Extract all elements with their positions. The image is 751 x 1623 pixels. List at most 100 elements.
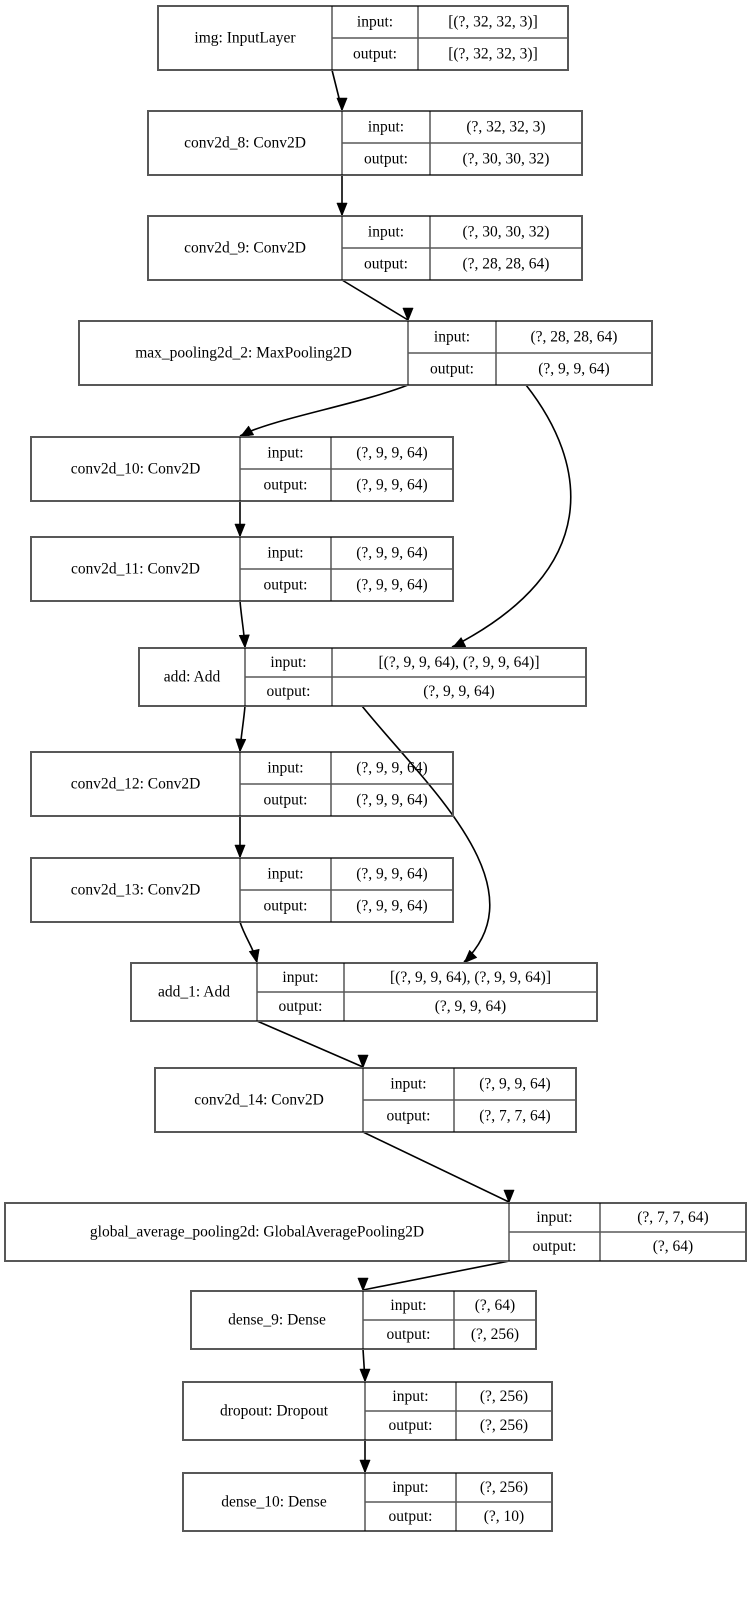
output-shape-value: (?, 9, 9, 64) xyxy=(538,361,609,378)
output-row-header: output: xyxy=(264,792,308,809)
input-shape-value: (?, 9, 9, 64) xyxy=(356,866,427,883)
edge-conv2d_8-conv2d_9 xyxy=(336,175,348,217)
layer-node-img[interactable]: img: InputLayer input: output: [(?, 32, 32,… xyxy=(157,5,569,71)
output-row-header: output: xyxy=(430,361,474,378)
layer-name-label: conv2d_10: Conv2D xyxy=(71,461,201,478)
output-row-header: output: xyxy=(364,256,408,273)
arrow-head xyxy=(359,1459,371,1474)
layer-node-conv2d_13[interactable]: conv2d_13: Conv2D input: output: (?, 9, 9, … xyxy=(30,857,454,923)
output-shape-value: [(?, 32, 32, 3)] xyxy=(448,46,538,63)
arrow-head xyxy=(235,738,247,753)
layer-name-label: conv2d_14: Conv2D xyxy=(194,1092,324,1109)
edge-max_pooling2d_2-conv2d_10 xyxy=(239,384,409,438)
layer-node-conv2d_10[interactable]: conv2d_10: Conv2D input: output: (?, 9, 9, … xyxy=(30,436,454,502)
input-shape-value: [(?, 9, 9, 64), (?, 9, 9, 64)] xyxy=(379,654,540,671)
input-shape-value: (?, 64) xyxy=(475,1297,515,1314)
input-row-header: input: xyxy=(267,445,303,462)
input-row-header: input: xyxy=(357,14,393,31)
input-row-header: input: xyxy=(434,329,470,346)
input-row-header: input: xyxy=(390,1076,426,1093)
output-row-header: output: xyxy=(264,477,308,494)
input-row-header: input: xyxy=(368,119,404,136)
output-shape-value: (?, 7, 7, 64) xyxy=(479,1108,550,1125)
input-shape-value: (?, 9, 9, 64) xyxy=(479,1076,550,1093)
input-shape-value: (?, 32, 32, 3) xyxy=(466,119,545,136)
arrow-head xyxy=(234,523,246,538)
input-row-header: input: xyxy=(536,1209,572,1226)
input-shape-value: (?, 30, 30, 32) xyxy=(463,224,550,241)
layer-name-label: dense_10: Dense xyxy=(221,1494,327,1511)
edge-conv2d_14-global_average_pooling2d xyxy=(362,1131,515,1204)
output-row-header: output: xyxy=(387,1326,431,1343)
input-row-header: input: xyxy=(390,1297,426,1314)
arrow-head xyxy=(239,425,255,438)
edge-conv2d_11-add xyxy=(238,600,250,649)
edge-max_pooling2d_2-add xyxy=(451,384,572,649)
output-row-header: output: xyxy=(533,1238,577,1255)
arrow-head xyxy=(357,1277,369,1292)
arrow-head xyxy=(503,1189,515,1204)
input-shape-value: (?, 28, 28, 64) xyxy=(531,329,618,346)
output-shape-value: (?, 9, 9, 64) xyxy=(435,998,506,1015)
layer-name-label: conv2d_9: Conv2D xyxy=(184,240,306,257)
arrow-head xyxy=(336,202,348,217)
arrow-head xyxy=(463,949,478,964)
edge-line xyxy=(239,384,409,437)
input-row-header: input: xyxy=(267,545,303,562)
arrow-head xyxy=(336,97,348,112)
input-shape-value: (?, 256) xyxy=(480,1479,528,1496)
output-row-header: output: xyxy=(279,998,323,1015)
output-shape-value: (?, 28, 28, 64) xyxy=(463,256,550,273)
output-shape-value: (?, 9, 9, 64) xyxy=(356,577,427,594)
edge-conv2d_13-add_1 xyxy=(239,921,260,964)
edge-conv2d_9-max_pooling2d_2 xyxy=(341,279,414,322)
input-shape-value: (?, 9, 9, 64) xyxy=(356,445,427,462)
layer-node-global_average_pooling2d[interactable]: global_average_pooling2d: GlobalAverageP… xyxy=(4,1202,747,1262)
edge-img-conv2d_8 xyxy=(331,69,348,112)
input-row-header: input: xyxy=(392,1388,428,1405)
layer-node-max_pooling2d_2[interactable]: max_pooling2d_2: MaxPooling2D input: outpu… xyxy=(78,320,653,386)
input-shape-value: (?, 9, 9, 64) xyxy=(356,545,427,562)
output-row-header: output: xyxy=(353,46,397,63)
input-row-header: input: xyxy=(267,866,303,883)
layer-name-label: conv2d_12: Conv2D xyxy=(71,776,201,793)
input-shape-value: (?, 256) xyxy=(480,1388,528,1405)
output-shape-value: (?, 9, 9, 64) xyxy=(356,477,427,494)
edge-line xyxy=(256,1020,364,1068)
output-row-header: output: xyxy=(267,683,311,700)
layer-name-label: conv2d_13: Conv2D xyxy=(71,882,201,899)
edge-line xyxy=(341,279,409,321)
layer-name-label: add: Add xyxy=(164,669,221,686)
edge-conv2d_10-conv2d_11 xyxy=(234,501,246,538)
input-row-header: input: xyxy=(270,654,306,671)
edge-line xyxy=(361,705,491,963)
arrow-head xyxy=(451,636,467,649)
edge-add-conv2d_12 xyxy=(235,705,247,753)
layer-name-label: max_pooling2d_2: MaxPooling2D xyxy=(135,345,352,362)
input-row-header: input: xyxy=(392,1479,428,1496)
arrow-head xyxy=(248,948,260,964)
edge-add-add_1 xyxy=(361,705,491,964)
edge-dropout-dense_10 xyxy=(359,1440,371,1474)
arrow-head xyxy=(238,634,250,649)
output-row-header: output: xyxy=(264,898,308,915)
layer-name-label: dropout: Dropout xyxy=(220,1403,329,1420)
output-row-header: output: xyxy=(264,577,308,594)
layer-node-add[interactable]: add: Add input: output: [(?, 9, 9, 64), (?,… xyxy=(138,647,587,707)
input-shape-value: [(?, 32, 32, 3)] xyxy=(448,14,538,31)
edge-line xyxy=(362,1260,510,1291)
layer-name-label: global_average_pooling2d: GlobalAverageP… xyxy=(90,1224,424,1241)
edge-add_1-conv2d_14 xyxy=(256,1020,369,1069)
layer-name-label: img: InputLayer xyxy=(194,30,296,47)
output-row-header: output: xyxy=(389,1417,433,1434)
